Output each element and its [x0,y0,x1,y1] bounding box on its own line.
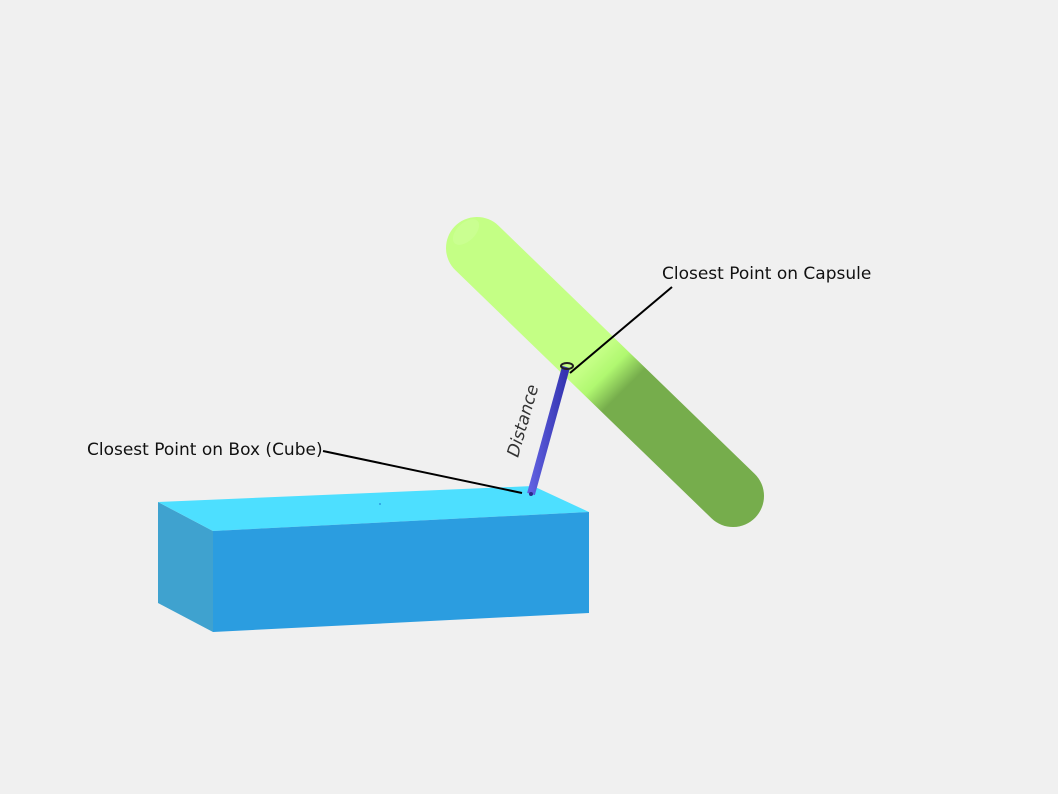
capsule-leader-line [569,286,673,374]
box-side-face [158,502,213,632]
capsule-body [446,217,764,527]
distance-segment [527,362,574,496]
box-top-face [158,486,589,531]
capsule-highlight [452,219,480,245]
distance-label: Distance [504,382,544,459]
capsule-closest-point-marker [560,362,574,370]
box-point-label: Closest Point on Box (Cube) [87,440,323,460]
box-closest-point-marker [529,492,533,496]
capsule-point-label: Closest Point on Capsule [662,264,871,284]
box-front-face [213,512,589,632]
capsule-shape [446,217,764,527]
box-shape [158,486,589,632]
box-leader-line [322,450,523,494]
box-center-mark [379,503,381,505]
distance-bar [527,365,570,496]
